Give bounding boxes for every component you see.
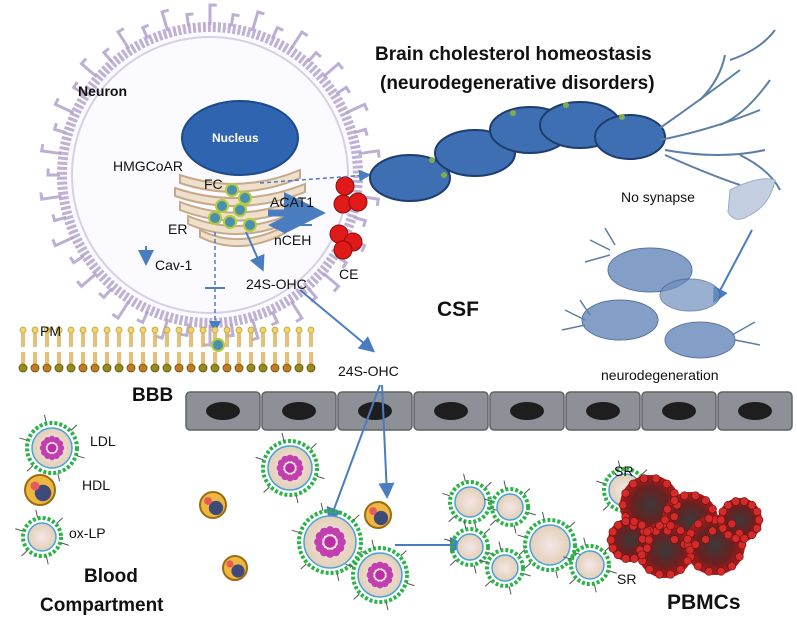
- 24sohc-to-lipoprotein-arrow: [326, 384, 381, 524]
- cholesteryl-ester-droplets: [329, 176, 368, 260]
- nucleus-shape: [181, 100, 299, 176]
- neuron-cell: [39, 3, 381, 347]
- neurodegeneration-label: neurodegeneration: [601, 367, 719, 383]
- hmgcoar-label: HMGCoAR: [113, 158, 184, 174]
- pbmc-cluster: [606, 474, 764, 579]
- neurodegeneration-arrow: [713, 229, 753, 304]
- oxlp-label: ox-LP: [69, 525, 106, 541]
- title-line-2: (neurodegenerative disorders): [380, 73, 655, 94]
- ldl-label: LDL: [90, 433, 116, 449]
- membrane-cholesterol: [211, 338, 225, 352]
- plasma-membrane: [18, 326, 316, 373]
- 24sohc-to-csf-arrow: [299, 289, 376, 353]
- no-synapse-label: No synapse: [621, 189, 695, 205]
- fc-to-24sohc-arrow: [245, 231, 265, 272]
- sr-bottom-label: SR: [617, 571, 637, 587]
- degenerated-neurons: [581, 247, 736, 359]
- nucleus-label: Nucleus: [212, 131, 259, 145]
- acat1-label: ACAT1: [270, 194, 315, 210]
- hdl-label: HDL: [82, 477, 111, 493]
- neuron-label: Neuron: [78, 83, 127, 99]
- title-line-1: Brain cholesterol homeostasis: [375, 44, 652, 65]
- nceh-label: nCEH: [274, 232, 312, 248]
- 24sohc-to-hdl-arrow: [378, 384, 395, 499]
- pbmcs-label: PBMCs: [667, 591, 741, 614]
- cav1-label: Cav-1: [155, 257, 193, 273]
- blood-compartment-label-2: Compartment: [40, 595, 164, 616]
- blood-brain-barrier: [185, 391, 793, 431]
- pm-label: PM: [40, 323, 61, 339]
- axon-terminal: [659, 29, 781, 191]
- bbb-label: BBB: [132, 385, 174, 406]
- er-label: ER: [168, 221, 188, 237]
- 24sohc-top-label: 24S-OHC: [246, 276, 307, 292]
- free-cholesterol-dots: [208, 183, 257, 232]
- lipoproteins: [15, 414, 654, 611]
- axon: [369, 101, 666, 202]
- synapse-shape: [727, 178, 776, 220]
- ce-label: CE: [339, 266, 359, 282]
- fc-label: FC: [204, 176, 223, 192]
- 24sohc-mid-label: 24S-OHC: [338, 363, 399, 379]
- sr-top-label: SR: [614, 463, 634, 479]
- degenerated-dendrites: [561, 227, 761, 346]
- csf-label: CSF: [437, 298, 479, 321]
- blood-compartment-label-1: Blood: [84, 566, 138, 587]
